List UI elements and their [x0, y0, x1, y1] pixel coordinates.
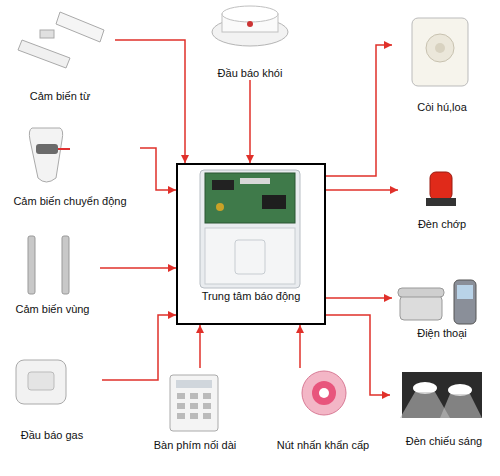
- device-node: Nút nhấn khẩn cấp: [262, 368, 384, 452]
- node-label: Bàn phím nối dài: [154, 439, 237, 452]
- node-label: Đầu báo gas: [21, 429, 83, 442]
- node-label: Cảm biến vùng: [16, 303, 90, 316]
- device-node: Đầu báo khói: [195, 4, 305, 80]
- signal-arrow: [326, 189, 398, 191]
- strobe-light-illustration: [426, 172, 456, 206]
- panic-button-illustration: [302, 371, 346, 415]
- smoke-detector-illustration: [212, 6, 288, 46]
- device-node: Đèn chớp: [398, 165, 486, 231]
- alarm-panel-illustration: [200, 170, 300, 288]
- signal-arrow: [100, 267, 176, 269]
- beam-sensor-illustration: [28, 236, 69, 294]
- device-node: Cảm biến vùng: [5, 230, 100, 316]
- keypad-illustration: [170, 375, 218, 431]
- signal-arrow: [299, 325, 301, 368]
- node-label: Đèn chớp: [418, 218, 466, 231]
- alarm-center-box: Trung tâm báo động: [176, 163, 326, 325]
- device-node: Cảm biến từ: [5, 5, 115, 103]
- device-node: Còi hú,loa: [392, 10, 492, 114]
- signal-arrow: [326, 297, 392, 299]
- node-label: Còi hú,loa: [417, 101, 467, 114]
- node-label: Đèn chiếu sáng: [406, 435, 482, 448]
- node-label: Đầu báo khói: [218, 67, 283, 80]
- signal-arrow: [199, 325, 201, 368]
- signal-arrow: [102, 315, 176, 380]
- phone-illustration: [398, 280, 476, 324]
- center-box-fill: [177, 164, 325, 324]
- device-node: Bàn phím nối dài: [145, 368, 245, 452]
- node-label: Cảm biến từ: [30, 90, 91, 103]
- node-label: Điện thoại: [417, 327, 467, 340]
- siren-illustration: [412, 18, 468, 86]
- gas-detector-illustration: [16, 360, 66, 404]
- device-node: Đèn chiếu sáng: [390, 368, 498, 448]
- signal-arrow: [115, 40, 185, 163]
- motion-sensor-illustration: [29, 128, 70, 182]
- floodlight-illustration: [400, 372, 482, 418]
- signal-arrow: [140, 148, 176, 190]
- signal-arrow: [249, 80, 251, 163]
- magnetic-sensor-illustration: [18, 12, 104, 68]
- device-node: Điện thoại: [392, 278, 492, 340]
- signal-arrow: [326, 45, 392, 176]
- node-label: Trung tâm báo động: [202, 290, 301, 303]
- device-node: Đầu báo gas: [2, 350, 102, 442]
- device-node: Cảm biến chuyển động: [0, 120, 140, 208]
- node-label: Nút nhấn khẩn cấp: [277, 439, 369, 452]
- signal-arrow: [326, 315, 390, 395]
- node-label: Cảm biến chuyển động: [13, 195, 126, 208]
